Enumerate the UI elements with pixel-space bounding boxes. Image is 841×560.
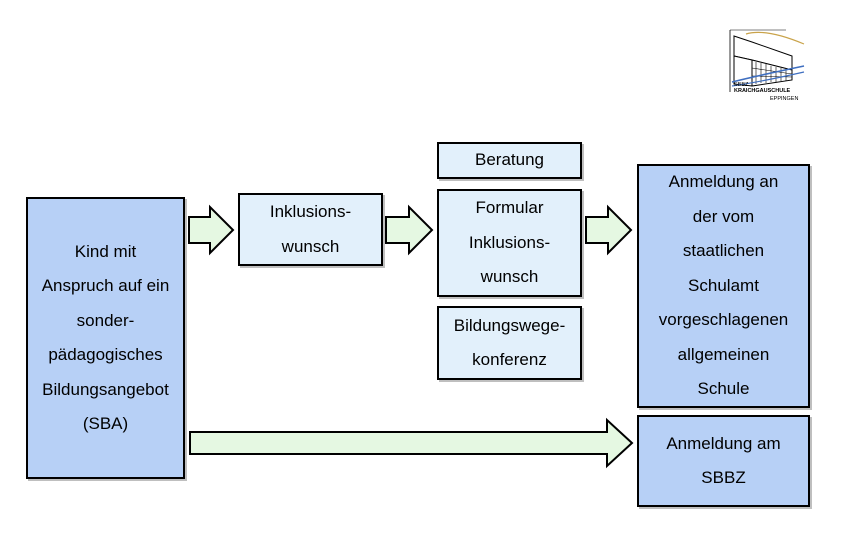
node-bildungswegekonferenz: Bildungswege- konferenz [437,306,582,380]
node-anmeldung-sbbz: Anmeldung am SBBZ [637,415,810,507]
school-logo: SBBZ KRAICHGAUSCHULE EPPINGEN [726,26,806,108]
arrow-inklusion-to-formular [385,204,434,256]
logo-line1: SBBZ [734,82,749,88]
logo-line3: EPPINGEN [770,96,799,102]
school-building-icon [729,29,805,92]
node-kind-mit-anspruch: Kind mit Anspruch auf ein sonder- pädago… [26,197,185,479]
node-anmeldung-allgemeine-schule: Anmeldung an der vom staatlichen Schulam… [637,164,810,408]
node-formular-label: Formular Inklusions- wunsch [468,198,551,287]
node-bildungswegekonferenz-label: Bildungswege- konferenz [453,315,566,370]
arrow-kind-to-inklusion [188,204,235,256]
node-formular-inklusionswunsch: Formular Inklusions- wunsch [437,189,582,297]
node-beratung: Beratung [437,142,582,179]
node-beratung-label: Beratung [475,150,544,170]
arrow-kind-to-sbbz [189,417,634,469]
node-inklusionswunsch: Inklusions- wunsch [238,193,383,266]
node-kind-label: Kind mit Anspruch auf ein sonder- pädago… [41,241,170,434]
node-anmeldung-allgemein-label: Anmeldung an der vom staatlichen Schulam… [658,172,789,399]
logo-line2: KRAICHGAUSCHULE [734,88,791,94]
arrow-formular-to-anmeldung [585,204,633,256]
node-anmeldung-sbbz-label: Anmeldung am SBBZ [666,433,781,488]
node-inklusionswunsch-label: Inklusions- wunsch [269,202,352,256]
